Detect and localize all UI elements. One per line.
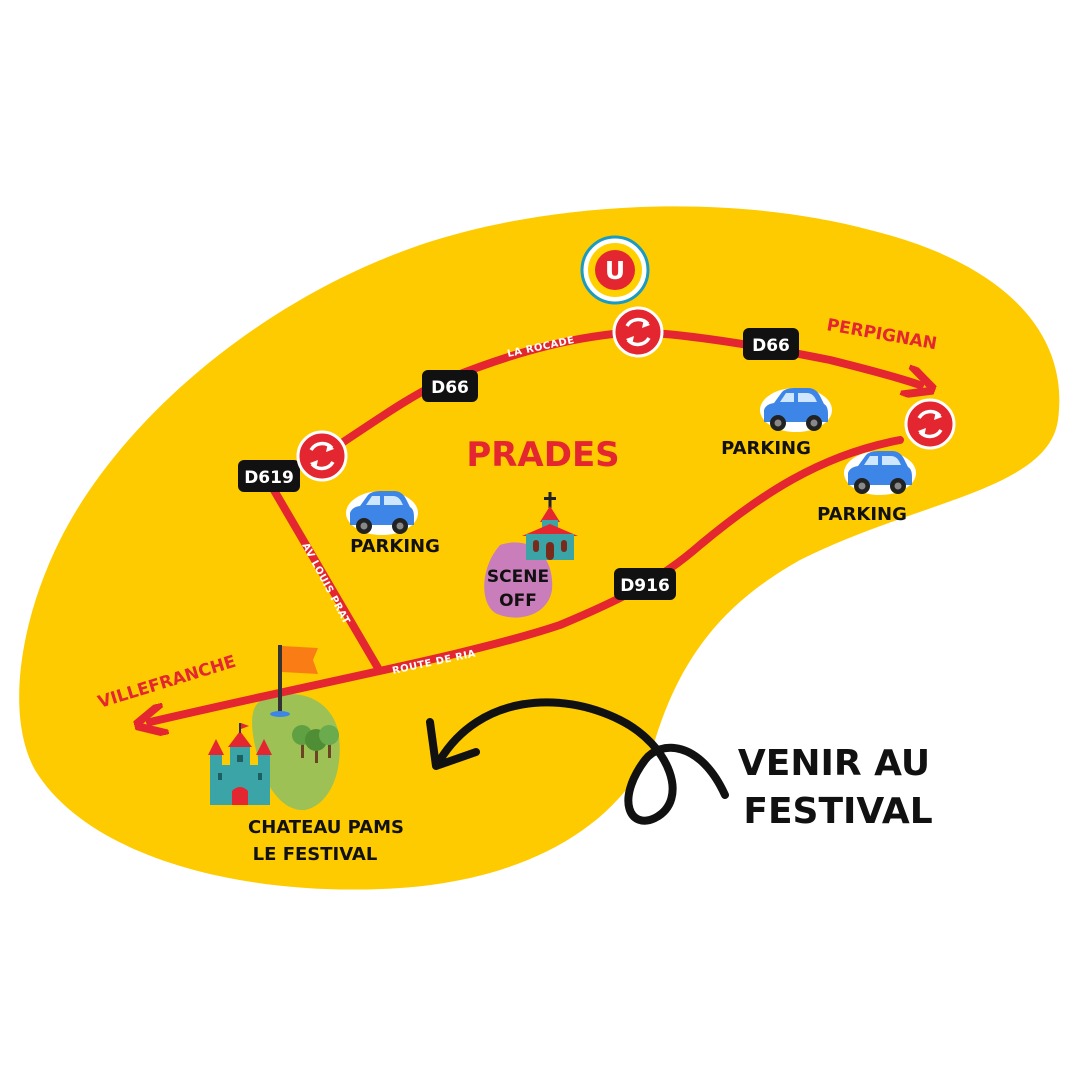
badge-d619: D619 bbox=[238, 460, 300, 492]
car-icon bbox=[844, 451, 916, 495]
road-ria-d916 bbox=[150, 436, 904, 722]
parking-label-right-top: PARKING bbox=[721, 438, 811, 459]
chateau-label-line2: LE FESTIVAL bbox=[253, 844, 378, 865]
badge-d916: D916 bbox=[614, 568, 676, 600]
svg-text:U: U bbox=[605, 256, 625, 285]
roundabout-icon bbox=[904, 398, 956, 450]
arrow-icon bbox=[426, 698, 729, 825]
store-logo-icon: U bbox=[580, 235, 650, 305]
title-line1: VENIR AU bbox=[738, 743, 930, 784]
roundabout-icon bbox=[296, 430, 348, 482]
park-area bbox=[252, 694, 340, 811]
scene-off-blob bbox=[484, 542, 553, 618]
trees-icon bbox=[292, 725, 339, 763]
svg-text:D619: D619 bbox=[244, 468, 294, 488]
svg-text:D66: D66 bbox=[431, 378, 469, 398]
badge-d66-left: D66 bbox=[422, 370, 478, 402]
scene-off-line2: OFF bbox=[499, 591, 537, 611]
church-icon bbox=[522, 492, 578, 560]
roundabout-icon bbox=[612, 306, 664, 358]
svg-text:D916: D916 bbox=[620, 576, 670, 596]
road-av-louis-prat bbox=[264, 476, 382, 672]
parking-label-right-bottom: PARKING bbox=[817, 504, 907, 525]
svg-text:D66: D66 bbox=[752, 336, 790, 356]
chateau-label-line1: CHATEAU PAMS bbox=[248, 817, 404, 838]
car-icon bbox=[346, 491, 418, 535]
badge-d66-right: D66 bbox=[743, 328, 799, 360]
car-icon bbox=[760, 388, 832, 432]
flag-icon bbox=[270, 645, 318, 717]
title-line2: FESTIVAL bbox=[743, 791, 932, 832]
parking-label-left: PARKING bbox=[350, 536, 440, 557]
city-label: PRADES bbox=[466, 435, 619, 475]
castle-icon bbox=[208, 723, 272, 805]
scene-off-line1: SCENE bbox=[487, 567, 549, 587]
